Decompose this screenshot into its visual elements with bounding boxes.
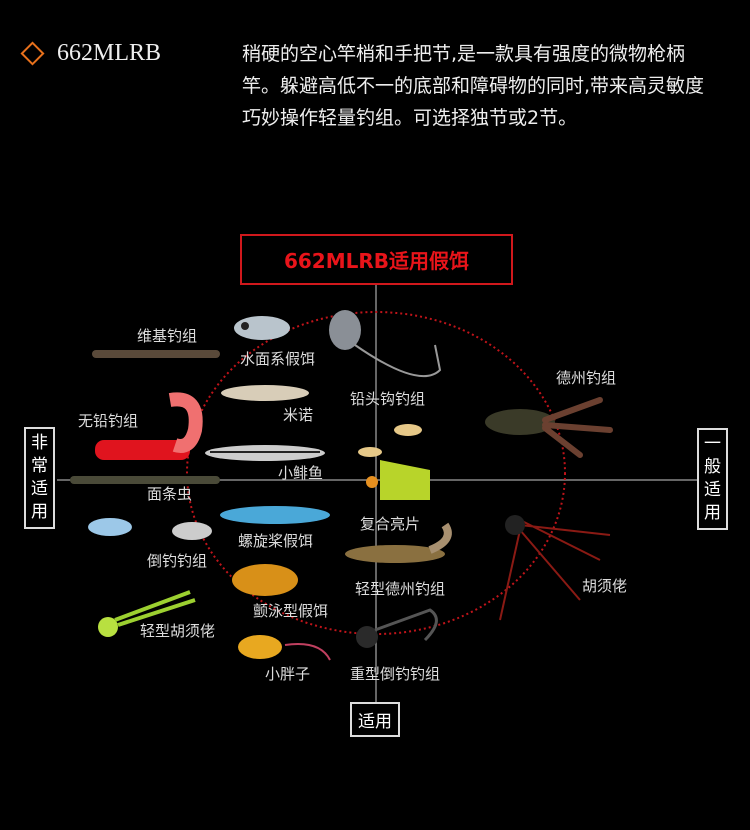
wacky-rig-lure-image xyxy=(92,350,220,358)
lure-label: 螺旋桨假饵 xyxy=(238,532,314,550)
heavy-drop-shot-image xyxy=(356,608,438,648)
surface-lure-image xyxy=(234,316,290,340)
grub-image xyxy=(95,392,203,460)
light-texas-rig-image xyxy=(345,522,452,563)
propeller-bait-image xyxy=(220,506,330,524)
small-crank-image xyxy=(238,635,331,661)
light-rubber-jig-image xyxy=(98,590,196,637)
lure-label: 维基钓组 xyxy=(137,327,198,345)
lure-label: 重型倒钓钓组 xyxy=(350,665,441,683)
description-line: 竿。躲避高低不一的底部和障碍物的同时,带来高灵敏度 xyxy=(242,75,705,97)
lure-label: 倒钓钓组 xyxy=(147,552,208,570)
lure-label: 轻型德州钓组 xyxy=(355,580,446,598)
lure-label: 水面系假饵 xyxy=(240,350,316,368)
lure-label: 德州钓组 xyxy=(556,369,617,387)
jighead-image xyxy=(329,310,442,378)
axis-label-generally-suitable: 一般适用 xyxy=(697,428,728,530)
spinnerbait-image xyxy=(358,424,430,500)
lure-label: 铅头钩钓组 xyxy=(350,390,426,408)
rubber-jig-image xyxy=(499,515,611,621)
straight-worm-image xyxy=(70,476,220,484)
lure-label: 胡须佬 xyxy=(582,577,628,595)
lure-label: 轻型胡须佬 xyxy=(140,622,216,640)
vibration-lure-image xyxy=(232,564,298,596)
lure-label: 米诺 xyxy=(283,406,314,424)
description-line: 稍硬的空心竿梢和手把节,是一款具有强度的微物枪柄 xyxy=(242,43,686,65)
drop-shot-image xyxy=(88,518,212,540)
lure-label: 小胖子 xyxy=(265,665,311,683)
lure-label: 颤泳型假饵 xyxy=(253,602,329,620)
model-heading: 662MLRB xyxy=(20,40,161,67)
lure-label: 小鲱鱼 xyxy=(278,464,324,482)
axis-label-suitable: 适用 xyxy=(350,702,400,737)
chart-title: 662MLRB适用假饵 xyxy=(240,234,513,285)
texas-rig-image xyxy=(485,397,613,458)
model-name: 662MLRB xyxy=(57,40,162,66)
minnow-image xyxy=(221,385,309,401)
axis-label-very-suitable: 非常适用 xyxy=(24,427,55,529)
small-shad-image xyxy=(205,445,325,461)
lure-label: 复合亮片 xyxy=(360,515,421,533)
description-line: 巧妙操作轻量钓组。可选择独节或2节。 xyxy=(242,107,578,129)
lure-label: 面条虫 xyxy=(147,485,193,503)
lure-label: 无铅钓组 xyxy=(78,412,139,430)
model-description: 稍硬的空心竿梢和手把节,是一款具有强度的微物枪柄 竿。躲避高低不一的底部和障碍物… xyxy=(242,38,742,134)
